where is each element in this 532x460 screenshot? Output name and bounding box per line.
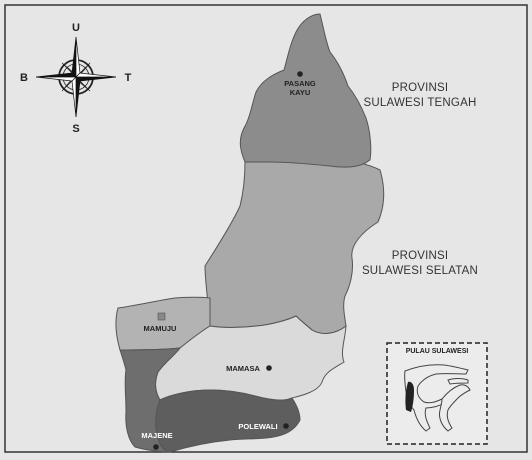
compass-north-label: U bbox=[72, 22, 80, 34]
inset-frame bbox=[386, 342, 488, 445]
province-south-line1: PROVINSI bbox=[392, 250, 449, 262]
compass-west-label: B bbox=[20, 72, 28, 84]
map-frame bbox=[4, 4, 528, 453]
town-marker-mamuju-capital bbox=[157, 312, 166, 321]
region-mamuju bbox=[204, 156, 385, 334]
inset-map: PULAU SULAWESI bbox=[386, 342, 488, 445]
town-label-majene: MAJENE bbox=[141, 431, 172, 440]
town-labels: PASANG KAYU MAMUJU MAMASA POLEWALI MAJEN… bbox=[141, 79, 316, 440]
town-label-pasangkayu-line1: PASANG bbox=[284, 79, 316, 88]
town-label-polewali: POLEWALI bbox=[238, 422, 277, 431]
sulawesi-island-outline bbox=[404, 364, 471, 432]
town-label-mamuju: MAMUJU bbox=[144, 324, 177, 333]
town-label-mamasa: MAMASA bbox=[226, 364, 260, 373]
inset-title: PULAU SULAWESI bbox=[406, 348, 469, 355]
compass-south-label: S bbox=[72, 123, 79, 135]
west-sulawesi-highlight bbox=[405, 381, 414, 412]
compass-rose: U S T B bbox=[20, 22, 132, 135]
regency-regions bbox=[115, 13, 385, 453]
town-marker-majene bbox=[153, 444, 159, 450]
town-marker-polewali bbox=[283, 423, 289, 429]
province-central-line2: SULAWESI TENGAH bbox=[364, 97, 477, 109]
region-polewali bbox=[155, 389, 301, 453]
province-labels: PROVINSI SULAWESI TENGAH PROVINSI SULAWE… bbox=[362, 82, 478, 277]
town-marker-pasangkayu bbox=[297, 71, 303, 77]
town-label-pasangkayu-line2: KAYU bbox=[290, 88, 311, 97]
province-central-line1: PROVINSI bbox=[392, 82, 449, 94]
region-pasangkayu bbox=[239, 13, 372, 168]
province-south-line2: SULAWESI SELATAN bbox=[362, 265, 478, 277]
town-marker-mamasa bbox=[266, 365, 272, 371]
town-markers bbox=[153, 71, 303, 450]
compass-main-points bbox=[35, 36, 117, 118]
compass-east-label: T bbox=[125, 72, 132, 84]
